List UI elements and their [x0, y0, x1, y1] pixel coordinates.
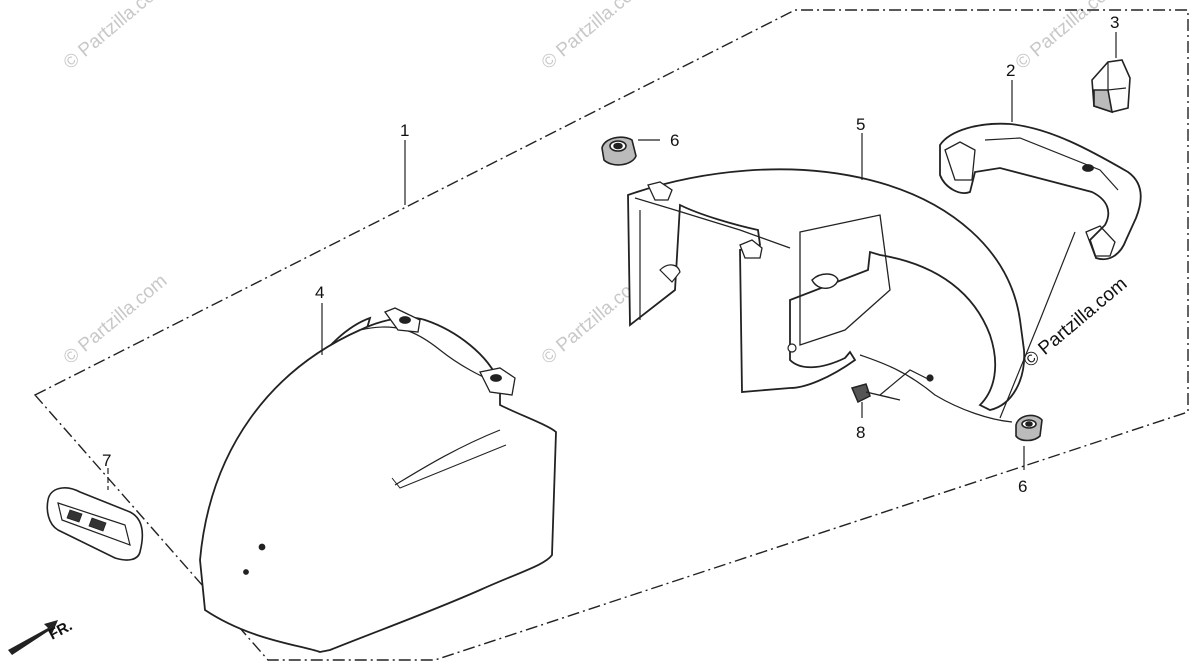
callout-label-6-lower: 6 [1018, 477, 1027, 496]
callout-1: 1 [400, 121, 409, 205]
part-6-grommet-upper [601, 136, 660, 166]
part-5-rear-fender [627, 133, 1026, 411]
part-4-front-fender [199, 303, 557, 653]
direction-indicator: FR. [8, 617, 75, 655]
part-6-grommet-lower [1015, 414, 1043, 470]
callout-label-5: 5 [856, 115, 865, 134]
callout-label-6-upper: 6 [670, 131, 679, 150]
part-8-bolt [850, 383, 901, 418]
assembly-lines [859, 231, 1076, 423]
callout-label-3: 3 [1110, 13, 1119, 32]
direction-label: FR. [46, 617, 75, 643]
callout-label-2: 2 [1006, 61, 1015, 80]
callout-label-7: 7 [102, 451, 111, 470]
callout-label-8: 8 [856, 423, 865, 442]
watermark: © Partzilla.com [1020, 273, 1132, 371]
watermark: © Partzilla.com [60, 0, 172, 74]
part-3-end-cap [1091, 32, 1131, 114]
watermark: © Partzilla.com [538, 0, 650, 74]
kit-boundary [33, 9, 1189, 661]
callout-label-1: 1 [400, 121, 409, 140]
callout-label-4: 4 [315, 283, 324, 302]
part-7-lens [46, 468, 144, 561]
arrow-icon [8, 620, 58, 655]
part-2-grab-rail [939, 80, 1142, 261]
